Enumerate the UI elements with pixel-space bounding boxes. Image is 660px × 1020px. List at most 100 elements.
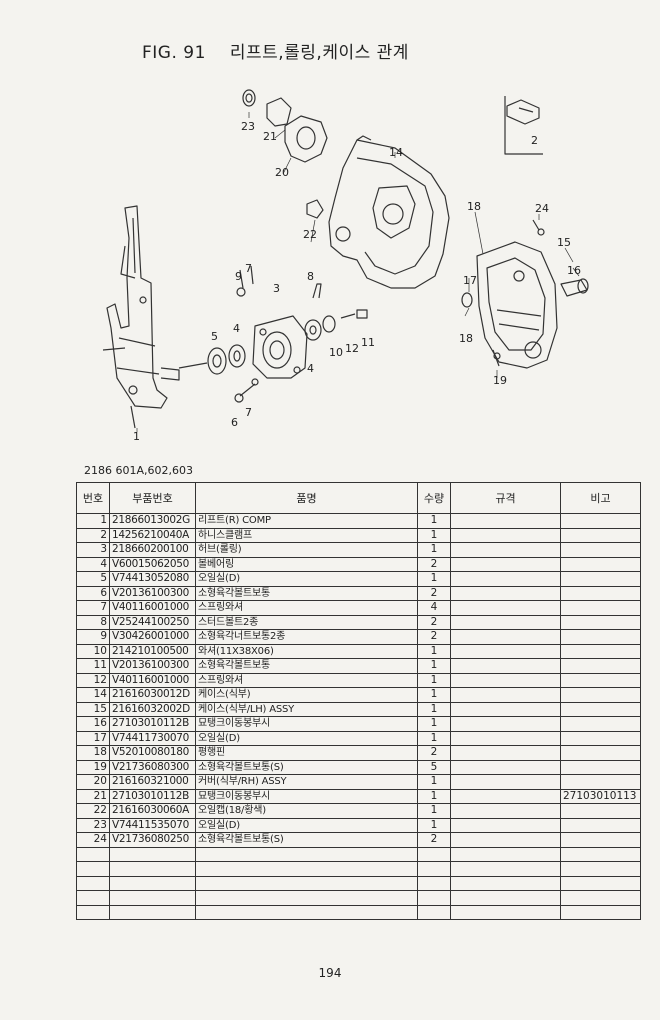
cell-name: 케이스(식부/LH) ASSY [195,701,418,717]
cell-remark [560,542,641,558]
figure-caption: 리프트,롤링,케이스 관계 [229,43,409,63]
cell-part-no: V40116001000 [109,600,196,616]
cover-part [242,89,328,163]
cell-part-no: V25244100250 [109,614,196,630]
cell-qty: 1 [417,730,451,746]
empty-cell [417,875,451,891]
callout: 18 [459,332,473,345]
cell-qty: 1 [417,817,451,833]
cell-no: 16 [76,716,110,732]
lift-arm-part [102,205,180,429]
cell-no: 5 [76,571,110,587]
cell-part-no: V74413052080 [109,571,196,587]
empty-cell [76,875,110,891]
figure-title: FIG. 91 리프트,롤링,케이스 관계 [142,38,409,63]
hub-part [252,315,308,379]
cell-part-no: 27103010112B [109,716,196,732]
empty-cell [109,861,196,877]
empty-cell [450,861,561,877]
callout-labels: 1 2 3 4 4 5 6 7 7 8 9 10 11 12 14 15 16 … [133,120,581,443]
cell-remark [560,513,641,529]
empty-cell [76,890,110,906]
cell-part-no: 218660200100 [109,542,196,558]
cell-part-no: V40116001000 [109,672,196,688]
cell-qty: 1 [417,687,451,703]
empty-cell [76,846,110,862]
cell-no: 23 [76,817,110,833]
cell-remark [560,672,641,688]
cell-spec [450,687,561,703]
cell-part-no: V30426001000 [109,629,196,645]
cell-name: 묘탱크이동봉부시 [195,788,418,804]
cell-part-no: V52010080180 [109,745,196,761]
cell-name: 오일캡(18/황색) [195,803,418,819]
callout: 20 [275,166,289,179]
callout: 6 [231,416,238,429]
cell-remark [560,614,641,630]
cell-spec [450,774,561,790]
empty-cell [560,846,641,862]
cell-part-no: 214210100500 [109,643,196,659]
cell-remark [560,687,641,703]
cell-remark [560,803,641,819]
bushing-group [461,278,589,308]
cell-no: 3 [76,542,110,558]
callout: 10 [329,346,343,359]
cell-part-no: V20136100300 [109,658,196,674]
cell-no: 24 [76,832,110,848]
cell-spec [450,556,561,572]
cell-no: 18 [76,745,110,761]
cell-remark: 27103010113 [560,788,641,804]
empty-cell [560,875,641,891]
cell-no: 15 [76,701,110,717]
empty-cell [195,846,418,862]
cell-name: 오일실(D) [195,730,418,746]
cell-name: 평행핀 [195,745,418,761]
callout: 18 [467,200,481,213]
oil-cap-part [306,199,324,219]
cell-part-no: V60015062050 [109,556,196,572]
cell-spec [450,600,561,616]
cell-spec [450,542,561,558]
empty-cell [195,890,418,906]
cell-name: 소형육각볼트보통(S) [195,832,418,848]
fastener-group [234,265,368,403]
cell-remark [560,571,641,587]
table-row-empty [76,846,641,862]
table-row-empty [76,890,641,906]
cell-spec [450,701,561,717]
cell-qty: 1 [417,513,451,529]
cell-no: 14 [76,687,110,703]
cell-qty: 1 [417,658,451,674]
cell-remark [560,527,641,543]
empty-cell [417,904,451,920]
callout: 5 [211,330,218,343]
cell-qty: 4 [417,600,451,616]
cell-remark [560,716,641,732]
callout: 11 [361,336,375,349]
cell-spec [450,585,561,601]
cell-spec [450,745,561,761]
cell-qty: 2 [417,745,451,761]
cell-qty: 1 [417,672,451,688]
cell-qty: 2 [417,556,451,572]
cell-spec [450,788,561,804]
seal-bearing-group [178,344,246,375]
table-row-empty [76,904,641,920]
cell-qty: 2 [417,614,451,630]
cell-spec [450,629,561,645]
callout: 12 [345,342,359,355]
cell-qty: 1 [417,643,451,659]
cell-remark [560,556,641,572]
